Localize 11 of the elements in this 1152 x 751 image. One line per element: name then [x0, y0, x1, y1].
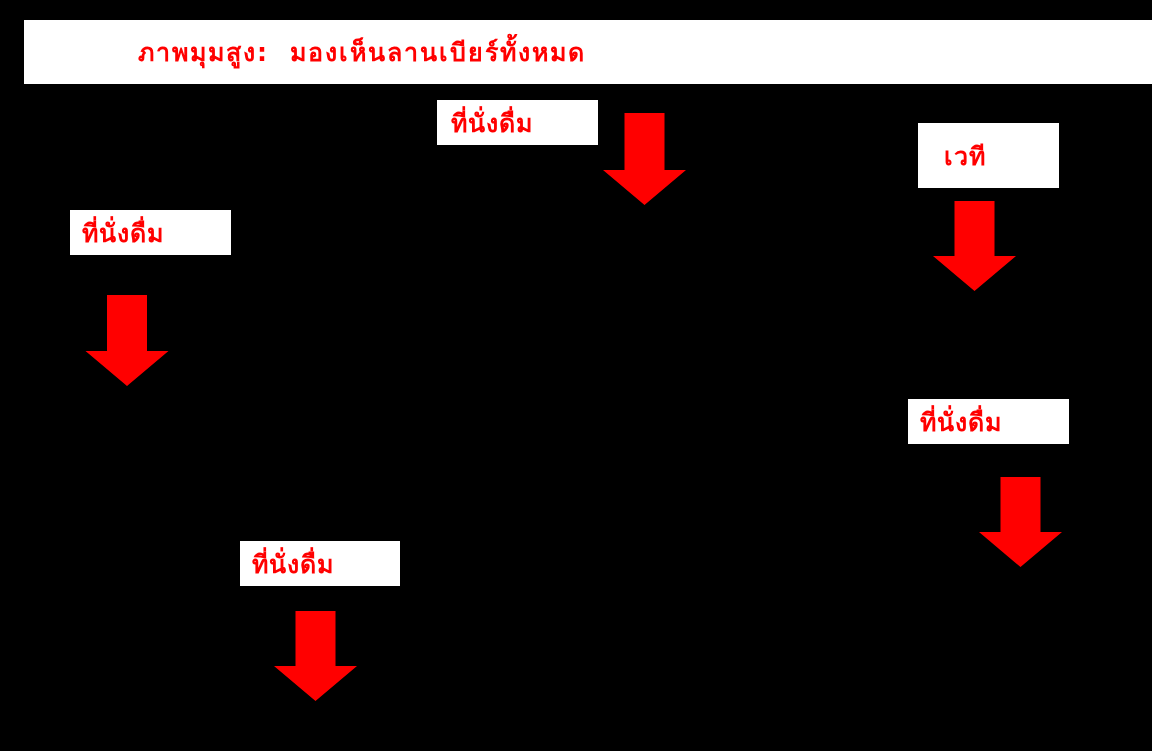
label-box [70, 210, 231, 255]
label-box [240, 541, 400, 586]
area-label: ที่นั่งดื่ม [82, 215, 164, 250]
title-banner: ภาพมุมสูง: มองเห็นลานเบียร์ทั้งหมด [24, 20, 1152, 84]
label-box [437, 100, 598, 145]
area-label: ที่นั่งดื่ม [451, 105, 533, 140]
area-label: ที่นั่งดื่ม [920, 404, 1002, 439]
label-box [918, 123, 1059, 188]
area-label: ที่นั่งดื่ม [252, 546, 334, 581]
label-box [908, 399, 1069, 444]
area-label: เวที [944, 140, 986, 173]
